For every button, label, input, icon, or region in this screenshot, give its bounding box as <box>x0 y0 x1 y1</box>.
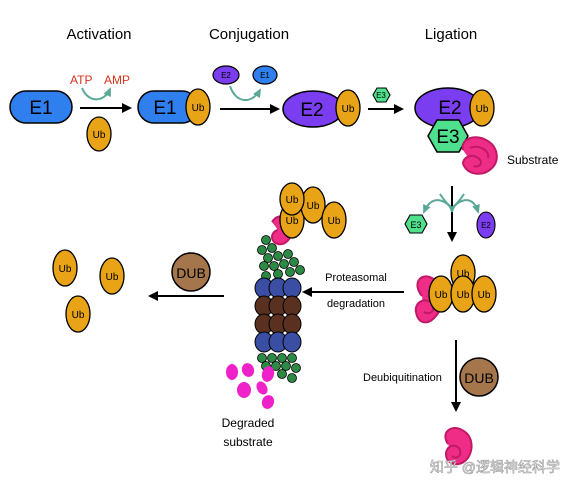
svg-text:E3: E3 <box>436 127 459 148</box>
atp-label: ATP <box>70 73 92 87</box>
release-split-left <box>439 193 453 213</box>
svg-text:E3: E3 <box>410 220 421 230</box>
svg-text:Ub: Ub <box>106 272 119 283</box>
svg-text:E1: E1 <box>153 98 176 119</box>
amp-label: AMP <box>104 73 130 87</box>
svg-text:E2: E2 <box>481 221 491 230</box>
atp-amp-arrow <box>81 87 111 101</box>
svg-text:Ub: Ub <box>59 264 72 275</box>
dub-enzyme-right: DUB <box>459 357 499 397</box>
svg-text:Ub: Ub <box>72 310 85 321</box>
e2-small-icon: E2 <box>212 65 240 85</box>
e2-released-icon: E2 <box>476 211 496 239</box>
polyubiquitinated-substrate: Ub Ub Ub Ub <box>414 254 497 324</box>
svg-text:Ub: Ub <box>435 290 448 301</box>
conjugation-exchange-arrow <box>229 85 261 101</box>
degraded-label-line2: substrate <box>223 435 273 449</box>
e3-released-icon: E3 <box>404 214 428 234</box>
svg-text:Ub: Ub <box>457 269 470 280</box>
watermark: 知乎 @逻辑神经科学 <box>430 459 560 475</box>
proteasome-green-cap-bottom <box>257 353 301 383</box>
e3-small-icon: E3 <box>372 87 391 103</box>
proteasome-green-cap-top <box>257 235 305 281</box>
substrate-label: Substrate <box>507 153 559 167</box>
svg-text:Ub: Ub <box>328 216 341 227</box>
svg-text:Ub: Ub <box>307 201 320 212</box>
degraded-fragments <box>226 363 275 409</box>
svg-text:E2: E2 <box>300 100 323 121</box>
proteasome-ring-blue-bottom <box>254 331 302 353</box>
proteasomal-label-line2: degradation <box>327 298 385 310</box>
svg-text:Ub: Ub <box>342 104 355 115</box>
stage-title-conjugation: Conjugation <box>209 26 289 43</box>
ub-free-1: Ub <box>52 249 78 287</box>
e2-ub-complex: E2 Ub <box>282 89 361 128</box>
ub-free-2: Ub <box>99 257 125 295</box>
e2-e3-substrate-complex: E2 Ub E3 <box>414 87 498 175</box>
stage-title-ligation: Ligation <box>425 26 478 43</box>
svg-text:Ub: Ub <box>478 290 491 301</box>
e1-ub-complex: E1 Ub <box>137 88 211 126</box>
ub-free-activation: Ub <box>86 116 112 152</box>
proteasome-ring-brown-top <box>254 295 302 317</box>
stage-title-activation: Activation <box>66 26 131 43</box>
svg-text:E3: E3 <box>376 91 386 100</box>
svg-text:E2: E2 <box>221 71 231 80</box>
proteasome <box>254 215 305 383</box>
ub-chain-on-proteasome: Ub Ub Ub Ub <box>279 182 347 239</box>
e1-enzyme-free: E1 <box>9 90 73 124</box>
svg-text:Ub: Ub <box>457 290 470 301</box>
release-split-right <box>451 193 465 213</box>
svg-text:Ub: Ub <box>286 195 299 206</box>
proteasomal-label-line1: Proteasomal <box>325 272 387 284</box>
svg-text:Ub: Ub <box>192 103 205 114</box>
degraded-label-line1: Degraded <box>222 416 275 430</box>
proteasome-ring-blue-top <box>254 277 302 299</box>
e3-release-arrow <box>423 199 453 214</box>
svg-text:DUB: DUB <box>176 265 206 281</box>
svg-text:E2: E2 <box>438 98 461 119</box>
deubiquitination-label: Deubiquitination <box>363 372 442 384</box>
proteasome-ring-brown-bottom <box>254 313 302 335</box>
dub-enzyme-left: DUB <box>171 252 211 292</box>
svg-text:E1: E1 <box>29 98 52 119</box>
free-substrate <box>444 426 473 466</box>
svg-text:Ub: Ub <box>476 104 489 115</box>
svg-text:E1: E1 <box>260 71 270 80</box>
svg-text:DUB: DUB <box>464 370 494 386</box>
ub-free-3: Ub <box>65 295 91 333</box>
svg-text:Ub: Ub <box>93 130 106 141</box>
e1-small-icon: E1 <box>252 65 278 85</box>
svg-text:Ub: Ub <box>286 216 299 227</box>
